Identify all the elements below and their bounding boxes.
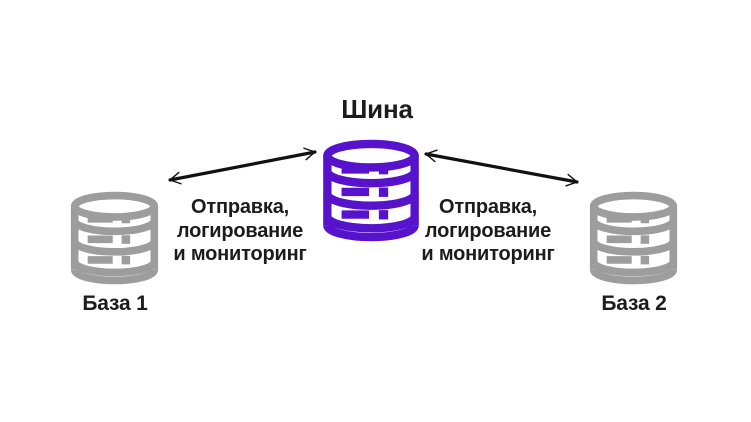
- database-2-icon: [587, 190, 680, 286]
- database-1-label: База 1: [82, 292, 148, 315]
- left-bidirectional-arrow: [168, 147, 317, 185]
- right-link-note: Отправка, логирование и мониторинг: [421, 196, 555, 265]
- database-2-label: База 2: [601, 292, 667, 315]
- right-bidirectional-arrow: [424, 149, 579, 187]
- bus-label: Шина: [341, 94, 413, 124]
- left-link-note: Отправка, логирование и мониторинг: [173, 196, 307, 265]
